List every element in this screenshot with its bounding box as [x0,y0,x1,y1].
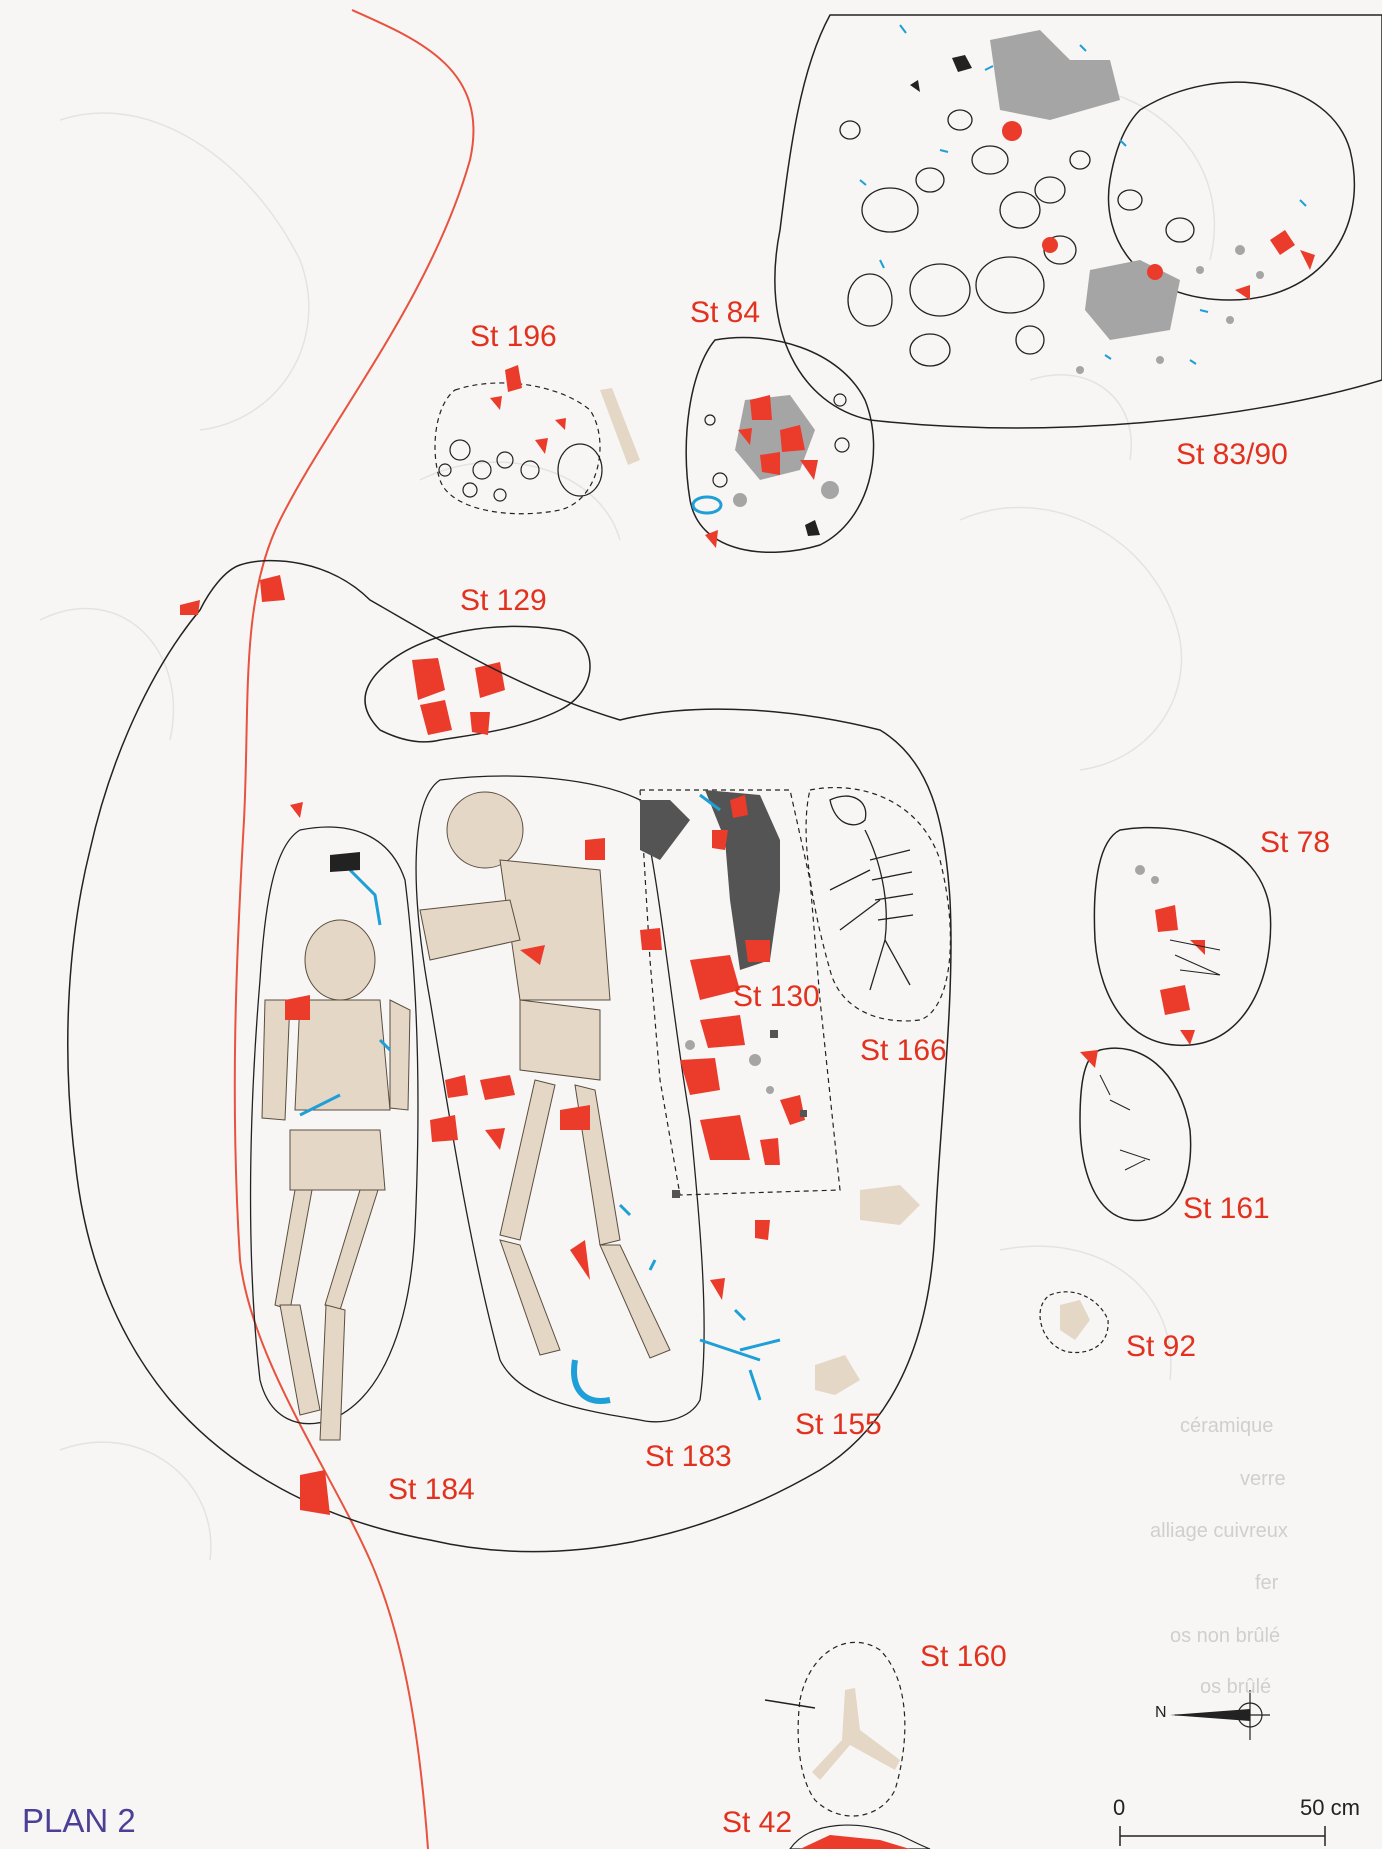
grave-st166 [805,786,952,1022]
grave-st184 [249,826,419,1515]
feature-st160 [764,1641,906,1817]
scale-bar [1119,1826,1326,1846]
enclosure-outline [67,559,952,1553]
north-arrow [1170,1690,1270,1740]
label-st78: St 78 [1260,826,1331,859]
north-label: N [1155,1704,1167,1721]
label-st129: St 129 [460,584,547,617]
feature-st129 [364,625,591,743]
label-st166: St 166 [860,1034,947,1067]
feature-st196 [434,365,640,515]
legend-item-iron: fer [1255,1572,1279,1594]
label-st42: St 42 [722,1806,793,1839]
legend-item-burnt-bone: os brûlé [1200,1676,1272,1698]
feature-st161 [1079,1047,1192,1222]
label-st196: St 196 [470,320,557,353]
label-st161: St 161 [1183,1192,1270,1225]
label-st92: St 92 [1126,1330,1197,1363]
label-st183: St 183 [645,1440,732,1473]
feature-st42 [789,1824,931,1849]
excavation-boundary-line [233,9,475,1849]
legend-item-copper: alliage cuivreux [1150,1520,1288,1542]
feature-st8390 [774,14,1382,429]
grave-st183 [415,775,705,1423]
faint-background-traces [39,89,1216,1561]
feature-st155 [699,1185,920,1401]
legend-item-ceramic: céramique [1180,1415,1274,1437]
label-st160: St 160 [920,1640,1007,1673]
feature-st78 [1093,826,1272,1046]
scale-end-label: 50 cm [1300,1795,1360,1820]
feature-st84 [685,336,875,554]
label-st184: St 184 [388,1473,475,1506]
grave-st130 [639,789,841,1198]
label-st84: St 84 [690,296,761,329]
feature-st92 [1039,1291,1109,1354]
scale-start-label: 0 [1113,1795,1126,1820]
label-st8390: St 83/90 [1176,438,1288,471]
plan-title: PLAN 2 [22,1802,136,1839]
label-st130: St 130 [733,980,820,1013]
label-st155: St 155 [795,1408,882,1441]
legend-item-unburnt-bone: os non brûlé [1170,1625,1281,1647]
scattered-ceramics [180,575,662,1142]
legend-item-glass: verre [1240,1468,1286,1490]
